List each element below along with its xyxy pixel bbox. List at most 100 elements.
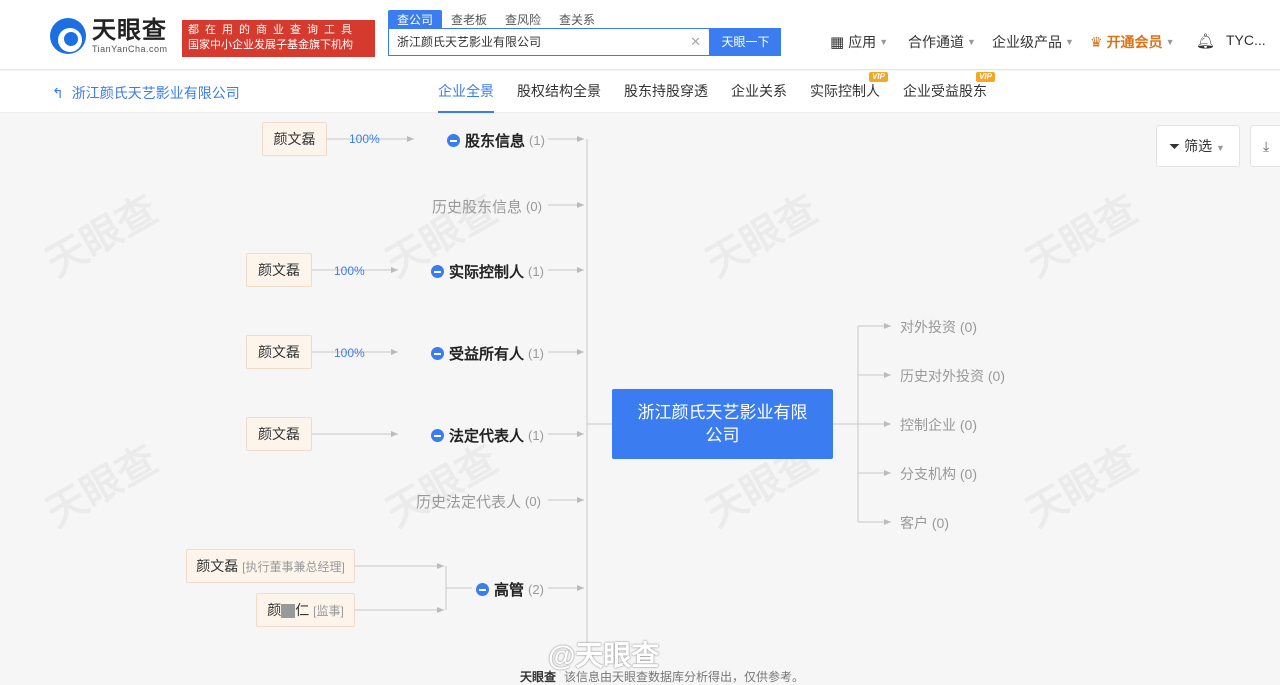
grid-icon: ▦: [830, 34, 845, 51]
top-header: 天眼查 TianYanCha.com 都在用的商业查询工具 国家中小企业发展子基…: [0, 0, 1280, 70]
sub-navigation: ↰ 浙江颜氏天艺影业有限公司 企业全景 股权结构全景 股东持股穿透 企业关系 实…: [0, 71, 1280, 113]
search-button[interactable]: 天眼一下: [710, 28, 781, 56]
history-shareholders-node[interactable]: 历史股东信息 (0): [432, 196, 542, 217]
actual-controller-label: 实际控制人: [449, 264, 525, 281]
beneficiary-person-node[interactable]: 颜文磊: [246, 335, 312, 369]
benefit-percentage: 100%: [334, 346, 365, 360]
legal-representative-label: 法定代表人: [449, 428, 525, 445]
center-company-node[interactable]: 浙江颜氏天艺影业有限公司: [612, 389, 833, 459]
right-node-count: (0): [959, 466, 978, 482]
eye-logo-icon: [50, 18, 86, 54]
tianyancha-logo[interactable]: 天眼查 TianYanCha.com: [50, 18, 168, 54]
actual-controller-node[interactable]: 实际控制人 (1): [431, 261, 544, 282]
tab-controller[interactable]: 实际控制人 VIP: [810, 71, 888, 113]
beneficial-owner-label: 受益所有人: [449, 346, 525, 363]
executives-label: 高管: [494, 582, 525, 599]
legal-rep-person-node[interactable]: 颜文磊: [246, 417, 312, 451]
nav-enterprise-label: 企业级产品: [992, 34, 1062, 50]
logo-domain: TianYanCha.com: [92, 44, 168, 54]
filter-button[interactable]: ⏷ 筛选 ▼: [1156, 125, 1240, 167]
history-shareholders-count: (0): [526, 199, 542, 214]
legal-representative-count: (1): [528, 428, 544, 443]
tab-beneficiary[interactable]: 企业受益股东 VIP: [903, 71, 995, 113]
executive-person-node[interactable]: 颜文磊 [执行董事兼总经理]: [186, 549, 355, 583]
back-company-name: 浙江颜氏天艺影业有限公司: [71, 85, 240, 101]
collapse-icon[interactable]: [431, 429, 444, 442]
right-node-count: (0): [959, 319, 978, 335]
search-tab-risk[interactable]: 查风险: [505, 13, 542, 27]
controller-person-node[interactable]: 颜文磊: [246, 253, 312, 287]
nav-enterprise[interactable]: 企业级产品 ▼: [992, 32, 1074, 52]
branch-node[interactable]: 分支机构 (0): [900, 464, 977, 484]
right-node-label: 分支机构: [900, 466, 956, 482]
right-node-count: (0): [987, 368, 1006, 384]
footer-logo: 天眼查: [520, 670, 557, 684]
right-node-label: 客户: [900, 515, 928, 531]
history-legal-rep-count: (0): [525, 494, 541, 509]
user-name: TYC...: [1226, 32, 1266, 48]
outbound-investment-node[interactable]: 对外投资 (0): [900, 317, 977, 337]
collapse-icon[interactable]: [431, 347, 444, 360]
nav-user[interactable]: TYC...: [1226, 32, 1266, 48]
nav-apps-label: 应用: [848, 34, 877, 50]
beneficial-owner-node[interactable]: 受益所有人 (1): [431, 343, 544, 364]
shareholders-count: (1): [529, 133, 545, 148]
right-node-label: 对外投资: [900, 319, 956, 335]
nav-member-label: 开通会员: [1106, 34, 1163, 50]
collapse-icon[interactable]: [476, 583, 489, 596]
connector-lines: [312, 136, 891, 644]
vip-badge: VIP: [976, 72, 995, 82]
right-node-label: 历史对外投资: [900, 368, 984, 384]
footer-note: 该信息由天眼查数据库分析得出，仅供参考。: [564, 670, 805, 684]
collapse-icon[interactable]: [447, 134, 460, 147]
nav-apps[interactable]: ▦ 应用 ▼: [830, 32, 888, 52]
nav-member[interactable]: ♛ 开通会员 ▼: [1090, 32, 1174, 52]
search-tab-company[interactable]: 查公司: [388, 10, 443, 29]
controlled-company-node[interactable]: 控制企业 (0): [900, 415, 977, 435]
tab-equity-structure[interactable]: 股权结构全景: [517, 83, 601, 99]
slogan-line1: 都在用的商业查询工具: [188, 24, 358, 36]
slogan-banner: 都在用的商业查询工具 国家中小企业发展子基金旗下机构: [182, 20, 375, 57]
notification-bell[interactable]: 🔔︎: [1196, 32, 1215, 50]
customer-node[interactable]: 客户 (0): [900, 513, 949, 533]
collapse-icon[interactable]: [431, 265, 444, 278]
search-tab-boss[interactable]: 查老板: [451, 13, 488, 27]
executive-name: 颜文磊: [196, 558, 239, 574]
filter-label: 筛选: [1184, 138, 1213, 154]
filter-icon: ⏷: [1169, 138, 1181, 154]
download-button[interactable]: ⤓: [1250, 125, 1280, 167]
legal-representative-node[interactable]: 法定代表人 (1): [431, 425, 544, 446]
search-tab-relation[interactable]: 查关系: [559, 13, 596, 27]
executive-role: [监事]: [313, 604, 344, 618]
executive-person-node[interactable]: 颜仁 [监事]: [256, 593, 355, 627]
data-disclaimer: 天眼查 该信息由天眼查数据库分析得出，仅供参考。: [520, 668, 804, 685]
tab-relations[interactable]: 企业关系: [731, 83, 787, 99]
right-node-count: (0): [959, 417, 978, 433]
history-investment-node[interactable]: 历史对外投资 (0): [900, 366, 1005, 386]
actual-controller-count: (1): [528, 264, 544, 279]
search-input[interactable]: 浙江颜氏天艺影业有限公司 ✕: [388, 28, 710, 56]
clear-icon[interactable]: ✕: [690, 34, 701, 49]
history-legal-rep-label: 历史法定代表人: [416, 494, 522, 511]
shareholders-node[interactable]: 股东信息 (1): [447, 130, 545, 151]
nav-channel[interactable]: 合作通道 ▼: [908, 32, 976, 52]
download-icon: ⤓: [1263, 138, 1270, 154]
executive-name-suffix: 仁: [295, 602, 310, 618]
executive-name: 颜: [267, 602, 282, 618]
tab-shareholding[interactable]: 股东持股穿透: [624, 83, 708, 99]
graph-canvas[interactable]: 天眼查 天眼查 天眼查 天眼查 天眼查 天眼查 天眼查 天眼查: [0, 114, 1280, 685]
search-input-value: 浙江颜氏天艺影业有限公司: [397, 35, 542, 49]
caret-down-icon: ▼: [1165, 37, 1175, 47]
vip-badge: VIP: [869, 72, 888, 82]
right-node-label: 控制企业: [900, 417, 956, 433]
executives-node[interactable]: 高管 (2): [476, 579, 544, 600]
executives-count: (2): [528, 582, 544, 597]
back-link[interactable]: ↰ 浙江颜氏天艺影业有限公司: [52, 83, 240, 103]
search-type-tabs: 查公司 查老板 查风险 查关系: [388, 10, 604, 29]
tab-panorama[interactable]: 企业全景: [438, 71, 494, 113]
shareholder-person-node[interactable]: 颜文磊: [262, 122, 327, 156]
redaction-block: [281, 604, 296, 619]
history-legal-rep-node[interactable]: 历史法定代表人 (0): [416, 491, 541, 512]
slogan-line2: 国家中小企业发展子基金旗下机构: [188, 39, 353, 51]
logo-text: 天眼查: [92, 17, 167, 44]
